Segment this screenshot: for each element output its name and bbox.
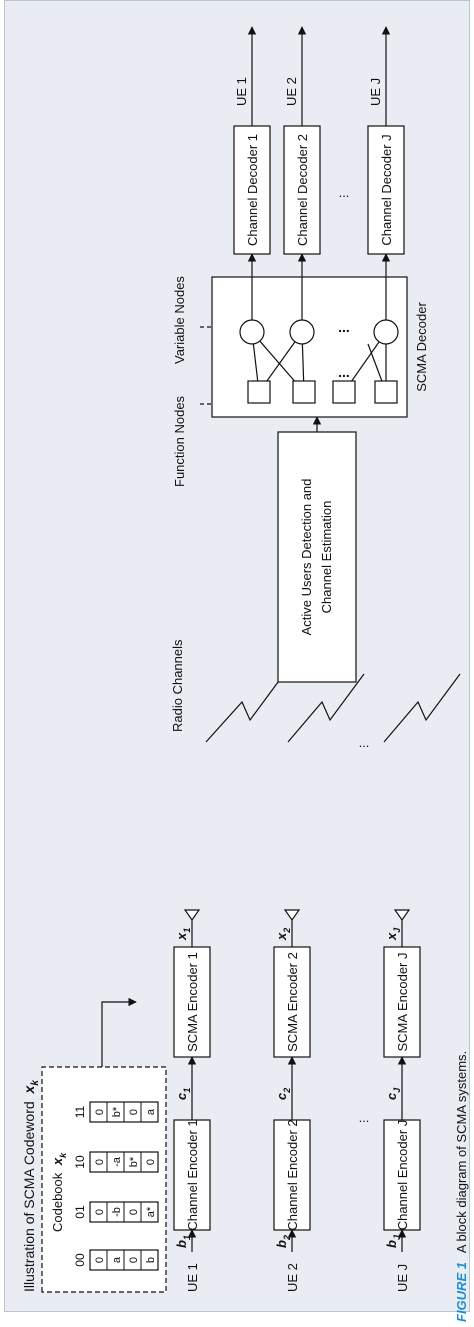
ue-row: UE 2 b2 Channel Encoder 2 c2 SCMA Encoder 2 x… (273, 909, 311, 1292)
codebook-cell: 0 (128, 1257, 140, 1263)
codebook-header: 00 (73, 1253, 87, 1267)
codebook-cell: a (145, 1108, 157, 1115)
ue-rows: UE 1 b1 Channel Encoder 1 c1 SCMA Encoder 1 x… (173, 909, 421, 1292)
coded-symbol: c2 (274, 1088, 292, 1100)
variable-node (239, 319, 265, 345)
codebook-cell: -a (111, 1156, 123, 1167)
channel-decoder-label: Channel Decoder 1 (245, 134, 260, 246)
codebook-label: Codebook xk (50, 1152, 68, 1232)
codebook-cell: a* (145, 1206, 157, 1217)
radio-channel-bolt-J (383, 673, 461, 743)
variable-node (373, 319, 399, 345)
channel-decoder-label: Channel Decoder 2 (295, 134, 310, 246)
codebook-header: 10 (73, 1155, 87, 1169)
codebook-connector (101, 997, 137, 1067)
decoder-row: Channel Decoder J UE J (367, 26, 405, 320)
codebook-header: 11 (73, 1105, 87, 1118)
ue-row: UE J bJ Channel Encoder J cJ SCMA Encoder J x… (383, 909, 421, 1292)
variable-node (289, 319, 315, 345)
codebook-box (41, 1066, 167, 1293)
output-ue-label: UE J (368, 78, 383, 106)
ue-label: UE 2 (285, 1263, 300, 1292)
codebook-header: 01 (73, 1205, 87, 1219)
output-ue-label: UE 2 (284, 77, 299, 106)
codebook-cell: 0 (94, 1159, 106, 1165)
codebook-cell: b* (111, 1106, 123, 1117)
function-node (374, 380, 398, 404)
channel-encoder-label: Channel Encoder 2 (285, 1119, 300, 1230)
codebook-cell: 0 (128, 1209, 140, 1215)
decoder-rows: Channel Decoder 1 UE 1 Channel Decoder 2 UE… (233, 26, 405, 320)
detection-box (277, 431, 357, 683)
codeword-symbol: x1 (174, 928, 192, 941)
radio-channel-bolt-1 (205, 673, 285, 743)
antenna-icon (283, 909, 301, 922)
function-node (332, 380, 356, 404)
input-symbol: b1 (174, 1235, 192, 1248)
scma-encoder-label: SCMA Encoder 1 (185, 952, 200, 1052)
channel-encoder-label: Channel Encoder J (395, 1120, 410, 1231)
scma-encoder-label: SCMA Encoder J (395, 953, 410, 1052)
function-node (292, 380, 316, 404)
channel-encoder-label: Channel Encoder 1 (185, 1119, 200, 1230)
input-symbol: bJ (384, 1234, 402, 1248)
antenna-icon (393, 909, 411, 922)
row-ellipsis-scma: ... (359, 735, 370, 750)
ue-row: UE 1 b1 Channel Encoder 1 c1 SCMA Encoder 1 x… (173, 909, 211, 1292)
channel-decoder-label: Channel Decoder J (379, 134, 394, 245)
variable-nodes-label: Variable Nodes (172, 276, 187, 364)
ue-label: UE 1 (185, 1263, 200, 1292)
scma-encoder-label: SCMA Encoder 2 (285, 952, 300, 1052)
antenna-icon (183, 909, 201, 922)
detection-box-line-2: Channel Estimation (319, 501, 334, 614)
coded-symbol: c1 (174, 1088, 192, 1100)
codeword-symbol: xJ (384, 927, 402, 941)
input-symbol: b2 (274, 1235, 292, 1248)
codeword-symbol: x2 (274, 928, 292, 941)
variable-node-ellipsis: ... (338, 319, 350, 335)
codebook-cell: 0 (145, 1159, 157, 1165)
codeword-title: Illustration of SCMA Codeword xk (21, 1080, 41, 1292)
detection-box-line-1: Active Users Detection and (299, 479, 314, 636)
codebook-cell: 0 (128, 1109, 140, 1115)
codebook-cell: a (111, 1256, 123, 1263)
scma-decoder-label: SCMA Decoder (414, 302, 429, 392)
output-ue-label: UE 1 (234, 77, 249, 106)
coded-symbol: cJ (384, 1087, 402, 1100)
radio-channel-bolt-2 (287, 673, 365, 743)
codebook-cell: 0 (94, 1209, 106, 1215)
decoder-row: Channel Decoder 2 UE 2 (283, 26, 321, 320)
codebook-cell: 0 (94, 1109, 106, 1115)
function-nodes-label: Function Nodes (172, 395, 187, 487)
row-ellipsis-channel: ... (359, 1110, 370, 1125)
decoder-row: Channel Decoder 1 UE 1 (233, 26, 271, 320)
codebook-headers: 00 01 10 11 (73, 1105, 87, 1266)
codebook-cell: -b (111, 1207, 123, 1217)
function-node (247, 380, 271, 404)
function-node-ellipsis: ... (338, 364, 350, 380)
decoder-ellipsis: ... (339, 185, 350, 200)
ue-label: UE J (395, 1264, 410, 1292)
radio-channels-label: Radio Channels (170, 639, 185, 732)
codebook-cell: b* (128, 1156, 140, 1167)
codebook-cell: b (145, 1257, 157, 1263)
codebook-cell: 0 (94, 1257, 106, 1263)
